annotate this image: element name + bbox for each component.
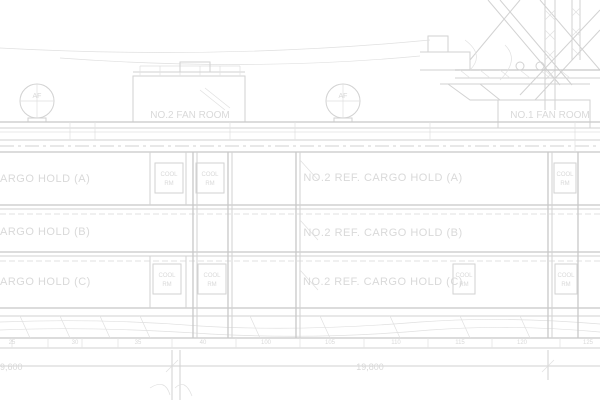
cargo-hold-c-label: ARGO HOLD (C): [0, 276, 91, 288]
frame-number: 125: [583, 340, 594, 346]
upper-deck: [0, 121, 600, 153]
frame-number: 40: [200, 340, 207, 346]
vent-head-left: [19, 83, 55, 123]
vent-head-right: [325, 83, 361, 123]
frame-number: 25: [9, 340, 16, 346]
ref-hold-c-label: NO.2 REF. CARGO HOLD (C): [303, 276, 463, 288]
frame-number: 100: [261, 340, 272, 346]
cargo-crane: [420, 0, 600, 110]
cool-room-label-3a: COOL: [556, 172, 574, 178]
cool-room-label-4b: RM: [162, 282, 171, 288]
cool-room-label-5a: COOL: [203, 273, 221, 279]
cool-room-label-1b: RM: [164, 181, 173, 187]
fan-room-1-label: NO.1 FAN ROOM: [510, 110, 589, 121]
frame-number: 110: [391, 340, 401, 346]
vent-head-label-left: AF: [33, 93, 42, 100]
cool-room-label-2a: COOL: [201, 172, 219, 178]
cool-room-label-7b: RM: [561, 282, 570, 288]
frame-number: 120: [517, 340, 528, 346]
rigging-wire: [0, 39, 431, 53]
frame-number: 35: [135, 340, 142, 346]
cool-room-label-2b: RM: [205, 181, 214, 187]
cool-room-label-1a: COOL: [160, 172, 178, 178]
frame-scale: [0, 338, 600, 349]
cool-room-label-6b: RM: [459, 282, 468, 288]
dimension-lines: [0, 350, 600, 400]
cool-room-label-3b: RM: [560, 181, 569, 187]
cool-room-label-5b: RM: [207, 282, 216, 288]
frame-number: 30: [72, 340, 79, 346]
dimension-label-left: 9,600: [0, 362, 23, 372]
cargo-hold-a-label: ARGO HOLD (A): [0, 173, 90, 185]
fan-room-2-label: NO.2 FAN ROOM: [150, 110, 229, 121]
dimension-label-center: 19,800: [356, 362, 384, 372]
cool-room-boxes: [152, 162, 578, 295]
cool-room-label-7a: COOL: [557, 273, 575, 279]
cool-room-label-4a: COOL: [158, 273, 176, 279]
ref-hold-b-label: NO.2 REF. CARGO HOLD (B): [303, 227, 462, 239]
cargo-hold-b-label: ARGO HOLD (B): [0, 226, 90, 238]
vent-head-label-right: AF: [339, 93, 348, 100]
frame-number: 115: [455, 340, 465, 346]
cool-room-label-6a: COOL: [455, 273, 473, 279]
frame-number: 105: [325, 340, 336, 346]
rigging-wire: [59, 55, 421, 65]
bulkheads: [149, 152, 579, 338]
ref-hold-a-label: NO.2 REF. CARGO HOLD (A): [303, 172, 462, 184]
